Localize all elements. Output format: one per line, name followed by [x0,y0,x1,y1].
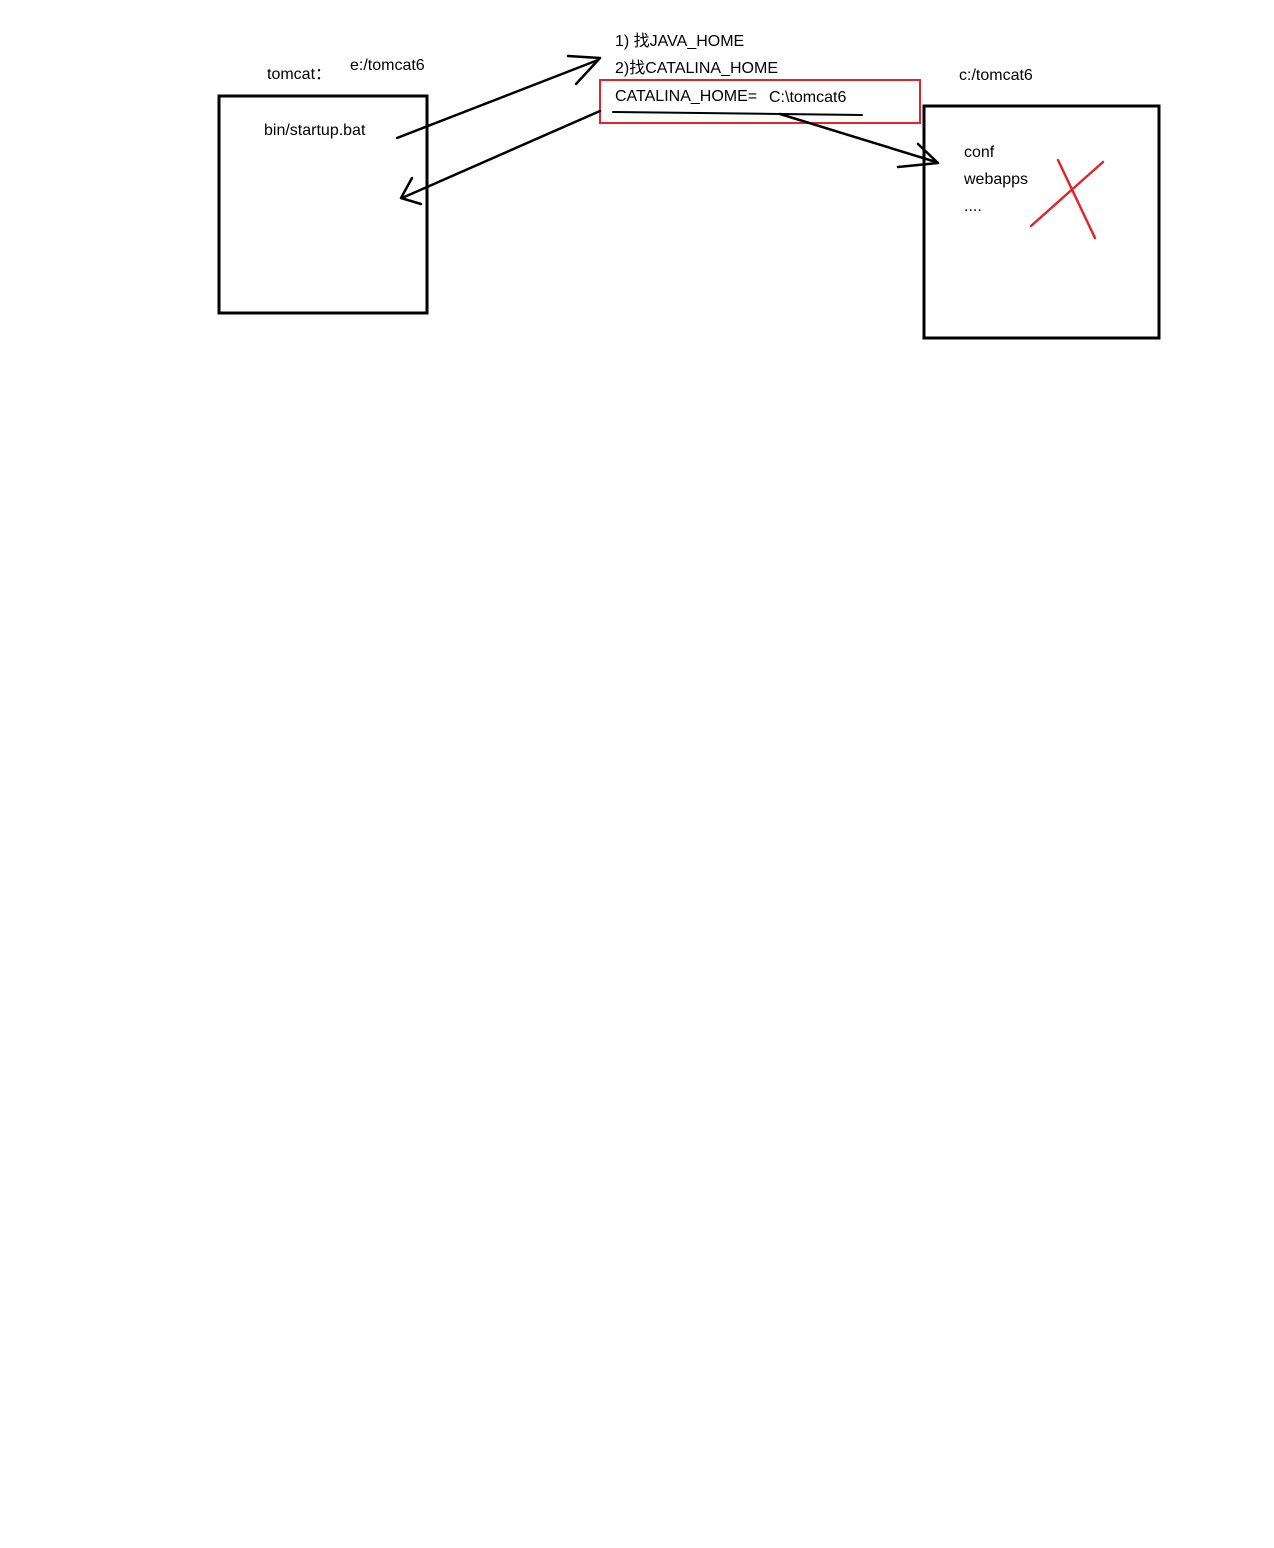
right-box-item-conf: conf [964,144,995,161]
left-box-label: tomcat： [267,66,332,83]
right-tomcat-box [922,104,1161,340]
catalina-home-underline [612,111,863,116]
red-cross-stroke-2 [1056,158,1097,240]
arrow-back-to-left [400,109,602,200]
right-box-path: c:/tomcat6 [959,67,1033,84]
catalina-home-highlight [599,79,921,124]
catalina-home-key: CATALINA_HOME= [615,88,758,105]
catalina-home-value: C:\tomcat6 [769,89,847,106]
arrow-back-to-left-head [399,176,423,206]
arrow-to-right-box [778,112,938,164]
arrow-to-steps [395,58,600,140]
left-tomcat-box [217,94,429,315]
red-cross-stroke-1 [1029,160,1105,228]
arrow-to-right-box-head [896,142,940,169]
left-box-path: e:/tomcat6 [350,57,425,74]
step-find-java-home: 1) 找JAVA_HOME [615,33,745,50]
arrow-to-steps-head [566,54,602,86]
left-box-startup-file: bin/startup.bat [264,122,366,139]
step-find-catalina-home: 2)找CATALINA_HOME [615,60,778,77]
right-box-item-webapps: webapps [964,171,1029,188]
right-box-item-ellipsis: .... [964,198,982,215]
